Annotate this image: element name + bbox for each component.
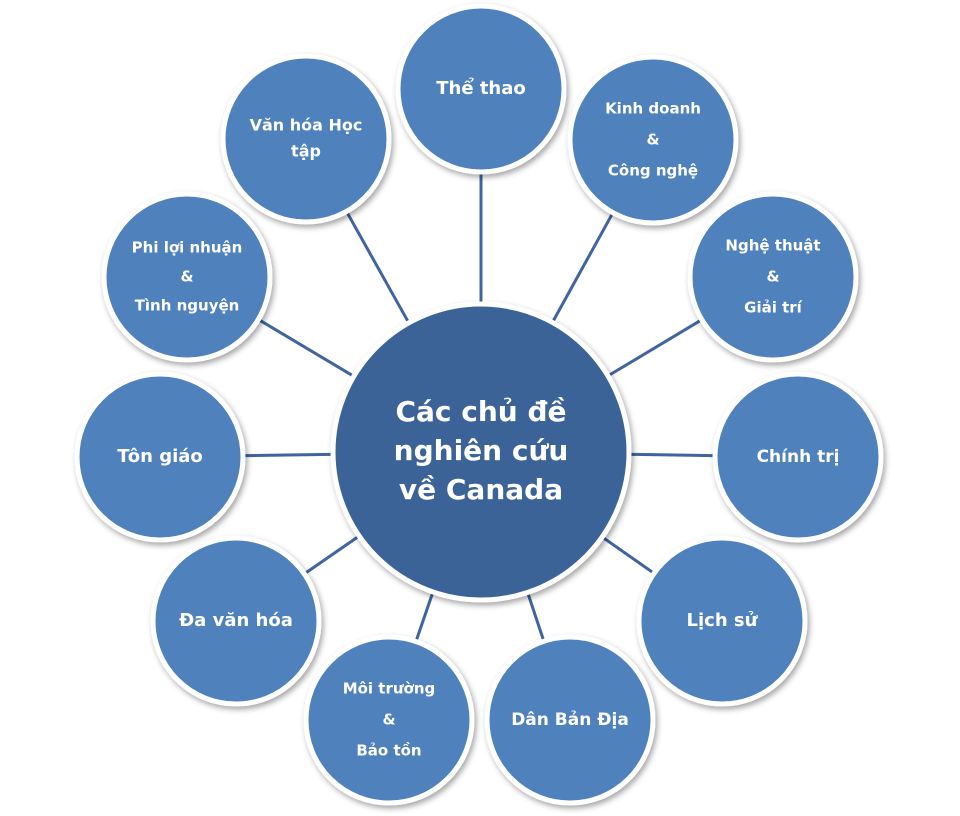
connector-line-dan-ban-dia — [526, 593, 545, 640]
connector-line-moi-truong-bao-ton — [415, 593, 434, 641]
topic-circle[interactable] — [150, 535, 322, 707]
topic-label-line: Tôn giáo — [117, 446, 203, 467]
center-node: Các chủ đề nghiên cứu về Canada — [330, 301, 632, 603]
topic-label-line: Giải trí — [744, 299, 803, 317]
connector-line-phi-loi-nhuan-tinh-nguyen — [259, 319, 353, 377]
topic-label-line: Văn hóa Học — [250, 116, 363, 135]
topic-label-line: Kinh doanh — [605, 100, 701, 118]
topic-label-line: & — [646, 131, 659, 149]
topic-label-line: Chính trị — [757, 447, 840, 467]
topic-label-line: Bảo tồn — [356, 741, 421, 760]
topic-node-da-van-hoa[interactable]: Đa văn hóa — [150, 535, 322, 707]
topic-label-line: & — [180, 268, 193, 286]
center-title-label-line: nghiên cứu — [394, 434, 569, 467]
center-title-label-line: Các chủ đề — [395, 395, 566, 428]
topic-node-moi-truong-bao-ton[interactable]: Môi trường & Bảo tồn — [303, 634, 475, 806]
topic-label-line: Dân Bản Địa — [511, 710, 629, 730]
topic-circle[interactable] — [636, 535, 808, 707]
topic-node-the-thao[interactable]: Thể thao — [395, 3, 567, 175]
topic-label-line: Nghệ thuật — [725, 237, 820, 255]
topic-node-nghe-thuat-giai-tri[interactable]: Nghệ thuật & Giải trí — [687, 191, 859, 363]
center-title-label-line: về Canada — [399, 473, 563, 506]
topic-node-dan-ban-dia[interactable]: Dân Bản Địa — [484, 634, 656, 806]
topic-node-phi-loi-nhuan-tinh-nguyen[interactable]: Phi lợi nhuận & Tình nguyện — [101, 191, 273, 363]
topic-circle[interactable] — [395, 3, 567, 175]
topic-label-line: & — [766, 268, 779, 286]
topic-label-line: Lịch sử — [687, 610, 759, 631]
topic-circle[interactable] — [220, 53, 392, 225]
topic-circle[interactable] — [567, 54, 739, 226]
connector-line-ton-giao — [244, 452, 332, 458]
topic-node-ton-giao[interactable]: Tôn giáo — [74, 371, 246, 543]
topic-label-line: Môi trường — [343, 680, 436, 698]
topic-label-line: & — [382, 711, 395, 729]
connector-line-chinh-tri — [630, 452, 714, 458]
topic-node-lich-su[interactable]: Lịch sử — [636, 535, 808, 707]
topic-label-line: Tình nguyện — [135, 297, 240, 315]
connector-lines — [244, 174, 714, 641]
topic-circle[interactable] — [303, 634, 475, 806]
topic-circle[interactable] — [484, 634, 656, 806]
topic-label-line: Công nghệ — [608, 162, 698, 180]
topic-circle[interactable] — [712, 371, 884, 543]
connector-line-nghe-thuat-giai-tri — [608, 319, 701, 377]
connector-line-da-van-hoa — [305, 535, 359, 574]
topic-label-line: Đa văn hóa — [179, 610, 293, 631]
connector-line-kinh-doanh-cong-nghe — [552, 213, 614, 322]
topic-label-line: Thể thao — [436, 77, 526, 99]
topic-label-line: tập — [291, 142, 321, 161]
topic-label-line: Phi lợi nhuận — [132, 239, 243, 257]
topic-node-van-hoa-hoc-tap[interactable]: Văn hóa Học tập — [220, 53, 392, 225]
center-circle — [330, 301, 632, 603]
topic-node-kinh-doanh-cong-nghe[interactable]: Kinh doanh & Công nghệ — [567, 54, 739, 226]
topic-circle[interactable] — [74, 371, 246, 543]
topic-circle[interactable] — [687, 191, 859, 363]
connector-line-lich-su — [602, 536, 654, 574]
connector-line-van-hoa-hoc-tap — [346, 212, 410, 322]
topic-node-chinh-tri[interactable]: Chính trị — [712, 371, 884, 543]
topic-circle[interactable] — [101, 191, 273, 363]
